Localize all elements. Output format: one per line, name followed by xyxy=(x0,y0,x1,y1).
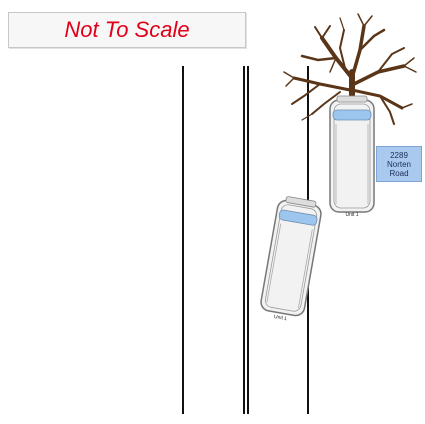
address-line-1: 2289 xyxy=(390,150,408,160)
windshield xyxy=(278,209,318,226)
address-line-2: Norten xyxy=(386,159,411,169)
vehicle-label: Unit 1 xyxy=(273,314,287,322)
vehicle-unit-1-angled: Unit 1 xyxy=(260,196,322,322)
vehicle-unit-1-parked: Unit 1 xyxy=(329,95,375,218)
windshield xyxy=(332,109,372,121)
not-to-scale-text: Not To Scale xyxy=(64,17,190,42)
not-to-scale-banner: Not To Scale xyxy=(8,12,246,48)
address-line-3: Road xyxy=(389,168,409,178)
vehicle-label: Unit 1 xyxy=(345,212,358,218)
address-label: 2289 Norten Road xyxy=(376,146,422,182)
tree-icon xyxy=(283,13,417,125)
